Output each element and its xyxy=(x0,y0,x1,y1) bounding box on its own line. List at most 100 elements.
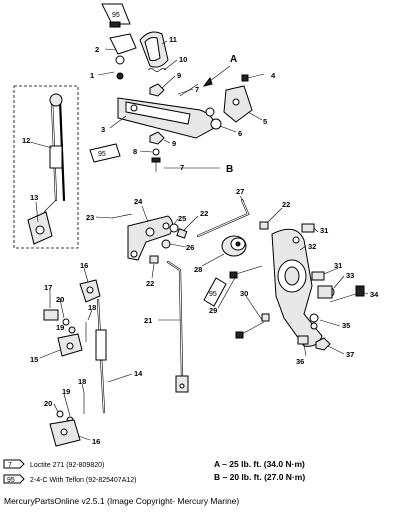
callout-2: 2 xyxy=(95,45,99,54)
callout-18-low: 18 xyxy=(78,377,86,386)
leader-lines xyxy=(29,40,369,441)
callout-10: 10 xyxy=(179,55,187,64)
callout-37: 37 xyxy=(346,350,354,359)
callout-17: 17 xyxy=(44,283,52,292)
bolt-34 xyxy=(329,285,365,303)
bushing-36 xyxy=(297,335,309,345)
callout-22-b: 22 xyxy=(146,279,154,288)
image-caption: MercuryPartsOnline v2.5.1 (Image Copyrig… xyxy=(4,496,240,506)
callout-4: 4 xyxy=(271,71,276,80)
callout-23: 23 xyxy=(86,213,94,222)
svg-text:95: 95 xyxy=(98,151,106,158)
loctite-symbol: 7 xyxy=(3,459,25,469)
callout-31-b: 31 xyxy=(334,261,342,270)
callout-31-a: 31 xyxy=(320,226,328,235)
reference-B: B xyxy=(226,164,233,175)
callout-34: 34 xyxy=(370,290,379,299)
bracket-32 xyxy=(271,228,323,347)
callout-15: 15 xyxy=(30,355,38,364)
callout-28: 28 xyxy=(194,265,202,274)
svg-text:7: 7 xyxy=(8,462,12,469)
teflon-symbol: 95 xyxy=(3,474,25,484)
legend-teflon: 2-4-C With Teflon (92-825407A12) xyxy=(30,477,136,484)
link-rod-13 xyxy=(27,199,57,245)
reference-A: A xyxy=(230,54,237,65)
legend: 7 Loctite 271 (92-809820) 95 2-4-C With … xyxy=(3,459,305,484)
callout-32: 32 xyxy=(308,242,316,251)
callout-9-low: 9 xyxy=(172,139,176,148)
callout-9-top: 9 xyxy=(177,71,181,80)
spacer-33 xyxy=(317,285,335,299)
callout-13: 13 xyxy=(30,193,38,202)
washer-25 xyxy=(169,223,179,233)
callout-7-low: 7 xyxy=(180,163,184,172)
bushing-31-a xyxy=(301,223,315,233)
nut-9-top xyxy=(149,83,165,97)
callout-24: 24 xyxy=(134,197,143,206)
lubricant-tube-top: 95 xyxy=(101,3,131,28)
callout-18-top: 18 xyxy=(88,303,96,312)
callout-16-low: 16 xyxy=(92,437,100,446)
lever-24 xyxy=(127,215,174,261)
callout-29: 29 xyxy=(209,306,217,315)
screw-4 xyxy=(241,73,265,82)
link-rod-12 xyxy=(49,93,66,202)
washer-35 xyxy=(309,313,319,323)
bolt-30 xyxy=(235,313,270,339)
washer-19-top xyxy=(68,326,76,334)
bolt-7-lower xyxy=(151,157,161,172)
spring-10 xyxy=(147,68,167,72)
callout-labels: 11 2 10 1 9 7 A 4 3 5 6 8 9 7 B 12 13 23… xyxy=(22,35,379,446)
torque-spec-A: A – 25 lb. ft. (34.0 N·m) xyxy=(214,459,305,469)
callout-5: 5 xyxy=(263,117,267,126)
callout-27: 27 xyxy=(236,187,244,196)
lever-3 xyxy=(117,97,215,139)
bracket-15 xyxy=(57,333,83,357)
callout-7-top: 7 xyxy=(195,85,199,94)
callout-12: 12 xyxy=(22,136,30,145)
lubricant-tube-low: 95 xyxy=(203,277,227,307)
bracket-5 xyxy=(205,85,253,130)
lubricant-tube-mid: 95 xyxy=(89,143,121,163)
svg-text:95: 95 xyxy=(112,12,120,19)
callout-21: 21 xyxy=(144,316,152,325)
callout-14: 14 xyxy=(134,369,143,378)
callout-20-low: 20 xyxy=(44,399,52,408)
callout-19-low: 19 xyxy=(62,387,70,396)
washer-20-top xyxy=(62,318,70,326)
callout-33: 33 xyxy=(346,271,354,280)
callout-6: 6 xyxy=(238,129,242,138)
link-14 xyxy=(95,298,107,414)
washer-20-low xyxy=(56,410,64,418)
callout-19-top: 19 xyxy=(56,323,64,332)
callout-26: 26 xyxy=(186,243,194,252)
callout-36: 36 xyxy=(296,357,304,366)
callout-22-c: 22 xyxy=(282,200,290,209)
svg-text:95: 95 xyxy=(7,477,15,484)
torque-spec-B: B – 20 lb. ft. (27.0 N·m) xyxy=(214,472,305,482)
bushing-22-c xyxy=(259,221,269,230)
bracket-16-low xyxy=(49,419,81,447)
cam-bracket-11 xyxy=(139,31,169,68)
callout-22-a: 22 xyxy=(200,209,208,218)
callout-8: 8 xyxy=(133,147,137,156)
bushing-31-b xyxy=(311,271,325,281)
callout-3: 3 xyxy=(101,125,105,134)
washer-26 xyxy=(161,239,171,249)
callout-1: 1 xyxy=(90,71,94,80)
callout-25: 25 xyxy=(178,214,186,223)
bolt-29 xyxy=(229,265,263,279)
bracket-17 xyxy=(43,309,59,321)
bushing-22-a xyxy=(176,228,188,239)
inset-box xyxy=(13,85,79,249)
callout-11: 11 xyxy=(169,35,177,44)
rod-27 xyxy=(196,198,250,238)
bushing-22-b xyxy=(149,255,159,264)
bracket-16-top xyxy=(79,279,101,303)
rod-21 xyxy=(166,260,189,393)
svg-text:95: 95 xyxy=(209,291,217,298)
callout-30: 30 xyxy=(240,289,248,298)
callout-35: 35 xyxy=(342,321,350,330)
screw-23 xyxy=(111,213,133,219)
